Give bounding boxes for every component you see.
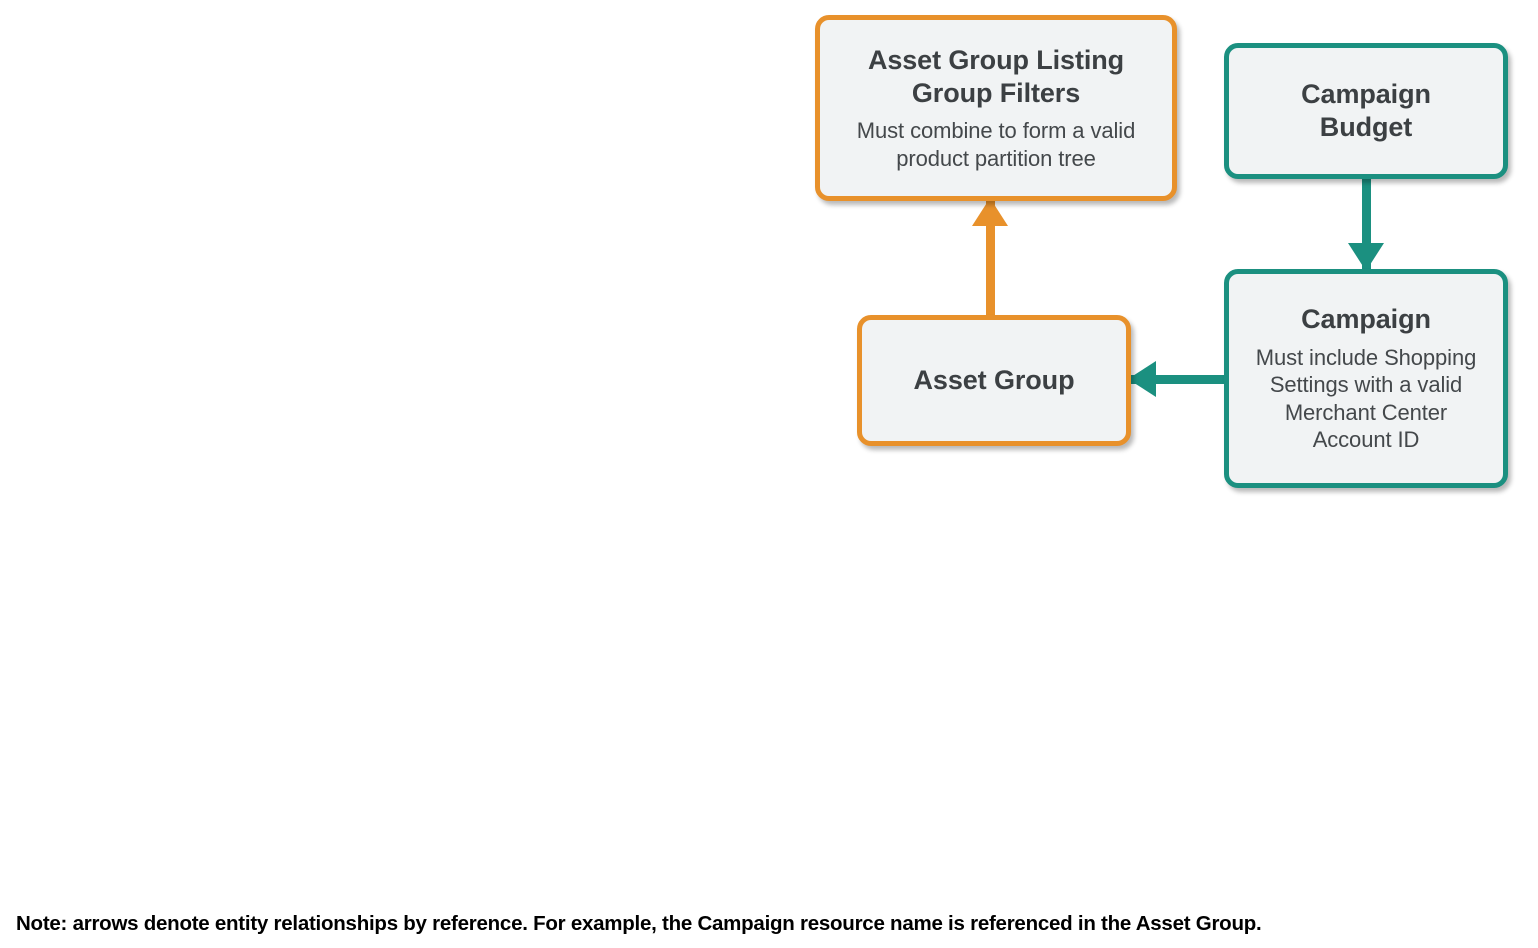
arrowhead-left-teal (1128, 361, 1156, 397)
node-description: Must include Shopping Settings with a va… (1255, 344, 1477, 453)
edge-line-vertical-orange (986, 200, 995, 320)
node-asset-group[interactable]: Asset Group (857, 315, 1131, 446)
node-campaign[interactable]: Campaign Must include Shopping Settings … (1224, 269, 1508, 488)
edge-line-vertical-teal (1362, 175, 1371, 271)
edge-line-horizontal-teal (1126, 375, 1230, 384)
node-campaign-budget[interactable]: Campaign Budget (1224, 43, 1508, 179)
node-title: Asset Group (913, 364, 1075, 395)
node-asset-group-listing-group-filters[interactable]: Asset Group Listing Group Filters Must c… (815, 15, 1177, 201)
node-title: Campaign (1301, 304, 1431, 335)
node-title: Campaign Budget (1301, 78, 1431, 142)
node-description: Must combine to form a valid product par… (856, 118, 1136, 171)
footnote-note: Note: arrows denote entity relationships… (16, 912, 1262, 935)
arrowhead-up-orange (972, 198, 1008, 226)
arrowhead-down-teal (1348, 243, 1384, 271)
node-title: Asset Group Listing Group Filters (867, 44, 1125, 108)
